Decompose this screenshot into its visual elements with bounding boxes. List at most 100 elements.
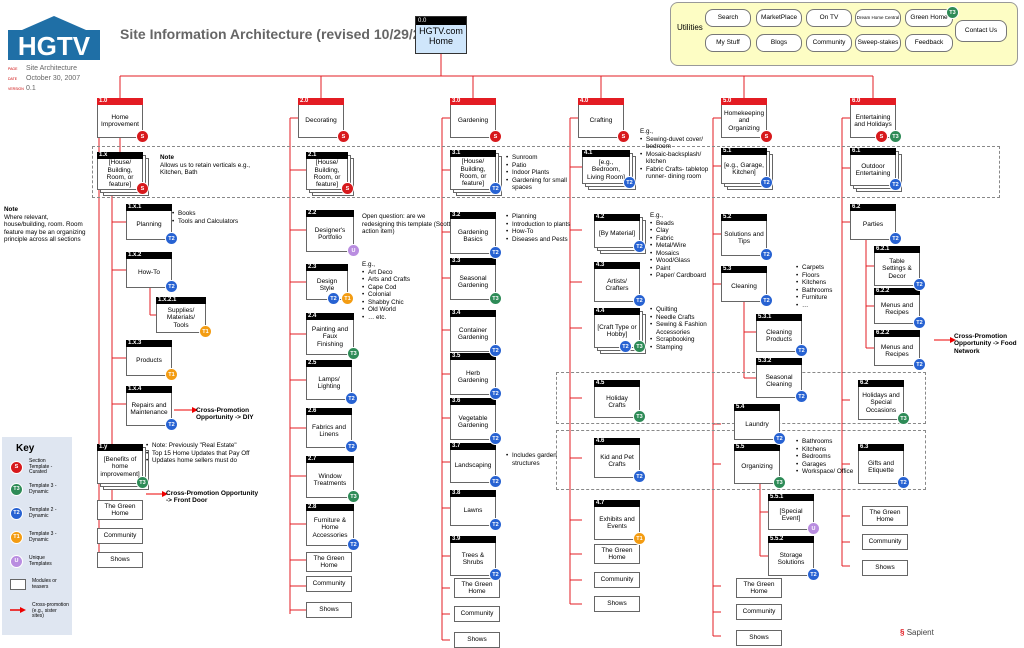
module-community[interactable]: Community (736, 604, 782, 620)
utility-link[interactable]: Search (705, 9, 751, 27)
node-label: Painting and Faux Finishing (311, 325, 349, 348)
note-item: Top 15 Home Updates that Pay Off (146, 450, 256, 458)
utility-link[interactable]: On TV (806, 9, 852, 27)
module-green[interactable]: The Green Home (306, 552, 352, 572)
node-number: 5.3.1 (756, 314, 802, 321)
module-green[interactable]: The Green Home (97, 500, 143, 520)
module-shows[interactable]: Shows (454, 632, 500, 648)
template-badge: T2 (760, 248, 773, 261)
node-number: 1.x.1 (126, 204, 172, 211)
module-shows[interactable]: Shows (736, 630, 782, 646)
utility-link[interactable]: Blogs (756, 34, 802, 52)
utility-link[interactable]: Feedback (905, 34, 953, 52)
utility-link[interactable]: Sweep-stakes (855, 34, 901, 52)
module-community[interactable]: Community (306, 576, 352, 592)
module-community[interactable]: Community (862, 534, 908, 550)
node-dc1[interactable]: 2.1[House/ Building, Room, or feature] (306, 152, 348, 190)
module-shows[interactable]: Shows (594, 596, 640, 612)
module-green[interactable]: The Green Home (594, 544, 640, 564)
module-shows[interactable]: Shows (97, 552, 143, 568)
module-green[interactable]: The Green Home (736, 578, 782, 598)
template-badge: T2 (633, 294, 646, 307)
module-community[interactable]: Community (594, 572, 640, 588)
node-cr1[interactable]: 4.1[e.g., Bedroom, Living Room] (582, 150, 630, 184)
module-shows[interactable]: Shows (862, 560, 908, 576)
node-cr4[interactable]: 4.4[Craft Type or Hobby] (594, 308, 640, 348)
node-label: [e.g., Bedroom, Living Room] (587, 158, 625, 181)
node-hiy[interactable]: 1.y[Benefits of home improvement] (97, 444, 143, 484)
utility-link[interactable]: My Stuff (705, 34, 751, 52)
node-label: Gifts and Etiquette (867, 459, 894, 474)
module-green[interactable]: The Green Home (454, 578, 500, 598)
utility-link[interactable]: MarketPlace (756, 9, 802, 27)
node-gd1[interactable]: 3.1[House/ Building, Room, or feature] (450, 150, 496, 190)
node-label: Holiday Crafts (606, 394, 628, 409)
promo-food: Cross-Promotion Opportunity -> Food Netw… (954, 333, 1017, 355)
utility-link[interactable]: Community (806, 34, 852, 52)
template-badge: T3 (10, 483, 23, 496)
utility-link[interactable]: Green Home (905, 9, 953, 27)
node-ho51[interactable]: 5.5.1[Special Event] (768, 494, 814, 530)
node-hix[interactable]: 1.x[House/ Building, Room, or feature] (97, 152, 143, 190)
utility-link[interactable]: Dream Home Central (855, 9, 901, 27)
template-badge: T2 (913, 316, 926, 329)
module-community[interactable]: Community (97, 528, 143, 544)
utility-link[interactable]: Contact Us (955, 20, 1007, 42)
node-label: Laundry (745, 421, 769, 429)
note-item: Note: Previously "Real Estate" (146, 442, 256, 450)
template-badge: T3 (347, 490, 360, 503)
craft-rooms-note: E.g.,Sewing-duvet cover/ bedroomMosaic-b… (640, 128, 720, 181)
style-note: E.g.,Art DecoArts and CraftsCape CodColo… (362, 261, 432, 321)
node-cr2[interactable]: 4.2[By Material] (594, 214, 640, 248)
node-ho1[interactable]: 5.1[e.g., Garage, Kitchen] (721, 148, 767, 184)
module-community[interactable]: Community (454, 606, 500, 622)
module-green[interactable]: The Green Home (862, 506, 908, 526)
module-shows[interactable]: Shows (306, 602, 352, 618)
